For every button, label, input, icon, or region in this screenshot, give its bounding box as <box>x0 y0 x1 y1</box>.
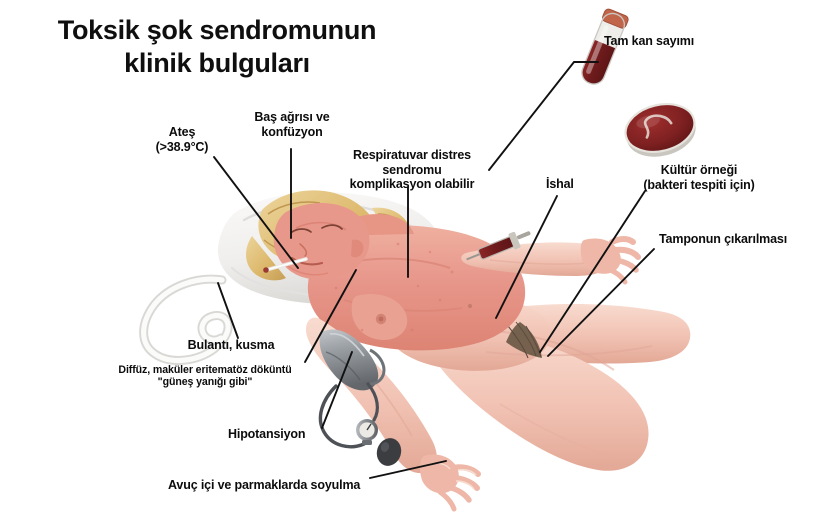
label-cbc: Tam kan sayımı <box>604 34 695 48</box>
bp-gauge-art <box>356 419 378 445</box>
emesis-basin-art <box>139 274 233 365</box>
label-diarrhea: İshal <box>546 177 574 191</box>
label-headache: Baş ağrısı ve konfüzyon <box>254 110 330 139</box>
label-tampon: Tamponun çıkarılması <box>659 232 788 246</box>
label-fever: Ateş (>38.9°C) <box>155 125 209 154</box>
petri-dish-art <box>624 103 696 157</box>
label-nausea: Bulantı, kusma <box>187 338 275 352</box>
right-hand-art <box>580 236 641 285</box>
label-culture: Kültür örneği (bakteri tespiti için) <box>643 163 755 192</box>
label-ards: Respiratuvar distres sendromu komplikasy… <box>349 148 475 191</box>
label-hypotension: Hipotansiyon <box>228 427 306 441</box>
label-rash: Diffüz, maküler eritematöz döküntü "güne… <box>118 364 292 389</box>
peeling-hand-art <box>419 454 481 512</box>
page-title: Toksik şok sendromunun klinik bulguları <box>57 15 377 78</box>
label-desquamation: Avuç içi ve parmaklarda soyulma <box>168 478 361 492</box>
